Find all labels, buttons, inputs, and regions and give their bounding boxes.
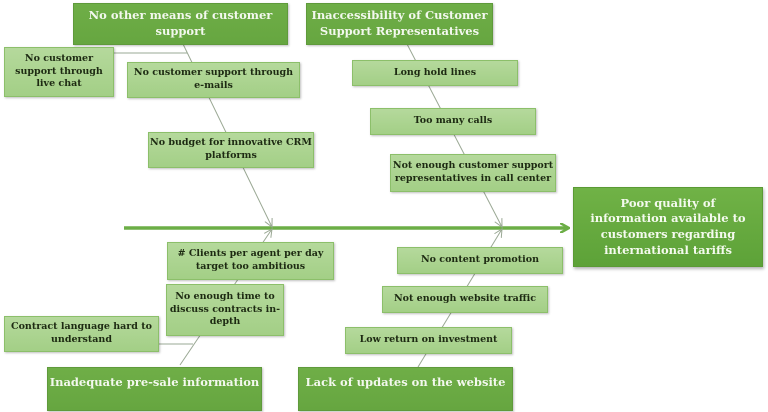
cause-box-not-enough-reps: Not enough customer support representati… [390, 154, 556, 192]
cause-box-too-many-calls: Too many calls [370, 108, 536, 135]
cause-box-contract-language: Contract language hard to understand [4, 316, 159, 352]
cause-box-clients-per-agent: # Clients per agent per day target too a… [167, 242, 334, 280]
cause-box-emails: No customer support through e-mails [127, 62, 300, 98]
category-box-website-updates: Lack of updates on the website [298, 367, 513, 411]
cause-box-website-traffic: Not enough website traffic [382, 286, 548, 313]
cause-box-live-chat: No customer support through live chat [4, 47, 114, 97]
cause-box-crm-budget: No budget for innovative CRM platforms [148, 132, 314, 168]
cause-box-low-roi: Low return on investment [345, 327, 512, 354]
category-box-presale-info: Inadequate pre-sale information [47, 367, 262, 411]
category-box-customer-support-means: No other means of customer support [73, 3, 288, 45]
cause-box-not-enough-time: No enough time to discuss contracts in-d… [166, 284, 284, 336]
cause-box-long-hold: Long hold lines [352, 60, 518, 86]
cause-box-content-promotion: No content promotion [397, 247, 563, 274]
category-box-rep-inaccessibility: Inaccessibility of Customer Support Repr… [306, 3, 493, 45]
effect-box: Poor quality of information available to… [573, 187, 763, 267]
